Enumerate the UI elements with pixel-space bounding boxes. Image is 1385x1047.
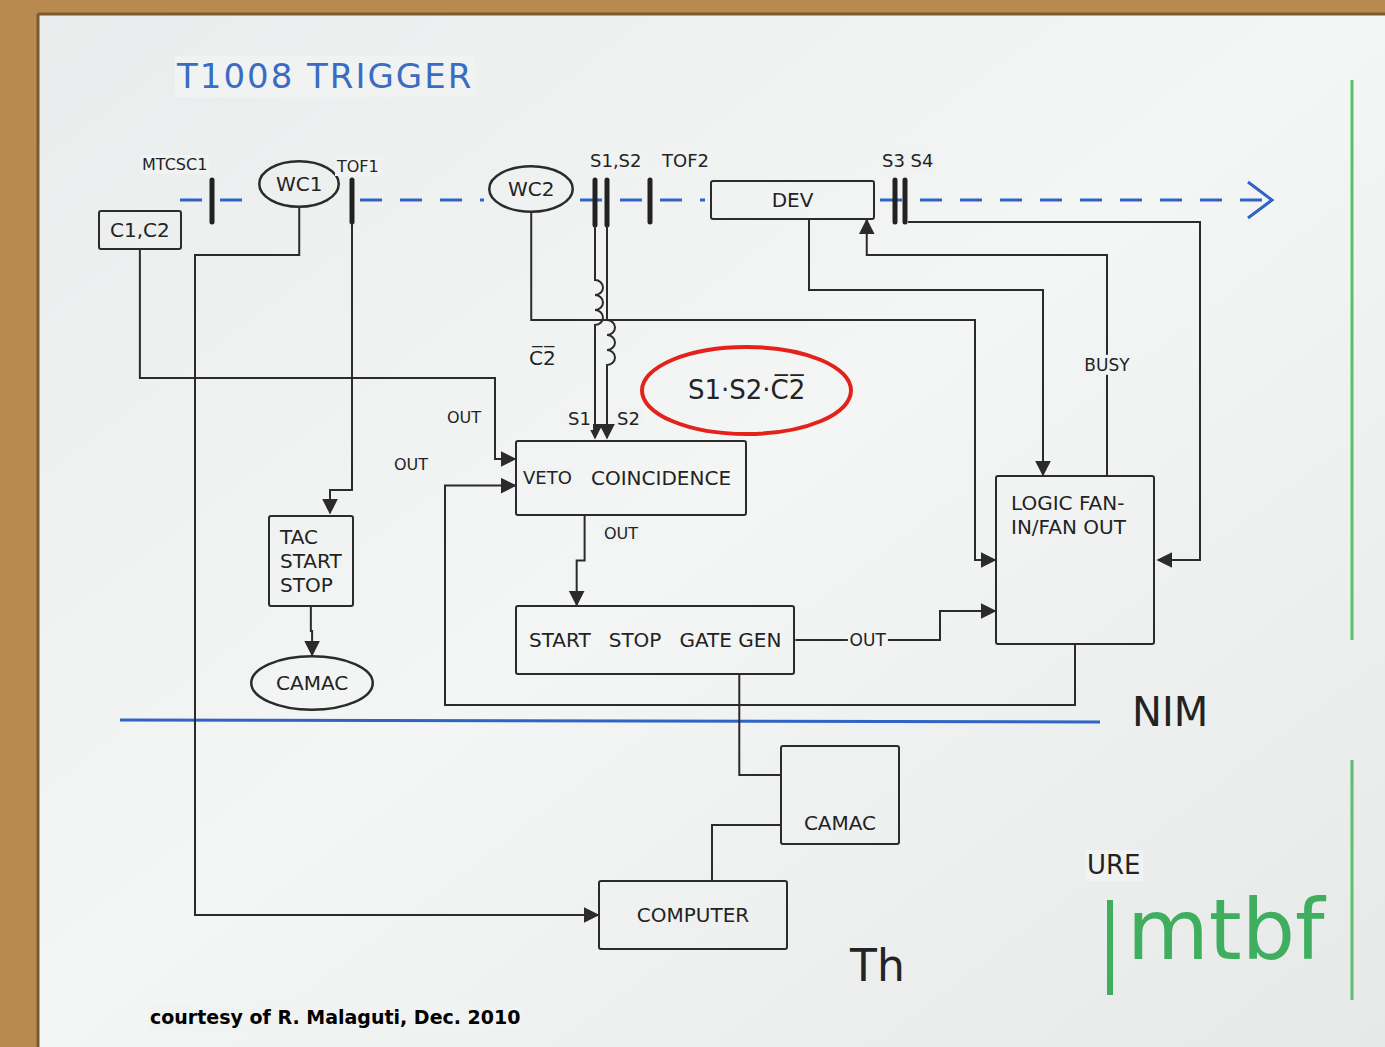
wood-frame <box>0 0 38 1047</box>
node-text: WC1 <box>276 172 322 196</box>
node-text: START <box>280 549 342 573</box>
counter-name: S3 S4 <box>880 150 935 172</box>
node-text: STOP <box>609 628 662 652</box>
signal-cable <box>795 611 995 640</box>
signal-cable <box>607 225 615 438</box>
ellipse-outline <box>642 347 851 434</box>
node-text: CAMAC <box>804 811 876 835</box>
cable-label: OUT <box>848 630 888 650</box>
board-note: mtbf <box>1125 880 1327 981</box>
green-marker-bar <box>1107 900 1113 995</box>
node-text: LOGIC FAN-IN/FAN OUT <box>1011 491 1139 539</box>
fan-module: LOGIC FAN-IN/FAN OUT <box>995 475 1155 645</box>
computer-box: COMPUTER <box>598 880 788 950</box>
port-name: VETO <box>521 467 574 489</box>
cable-label: BUSY <box>1082 355 1131 375</box>
beam-segment <box>580 199 705 202</box>
counter-name: MTCSC1 <box>140 155 209 174</box>
signal-cable <box>908 222 1200 560</box>
camac-circle: CAMAC <box>250 655 374 711</box>
node-text: CAMAC <box>276 671 348 695</box>
scintillator-bar <box>903 180 908 222</box>
chamber-circle: WC1 <box>258 160 340 208</box>
wood-frame <box>0 0 1385 14</box>
beam-segment <box>360 199 484 202</box>
port-name: OUT <box>392 455 430 474</box>
signal-cable <box>311 607 312 655</box>
counter-name: TOF1 <box>335 157 381 176</box>
signal-name: S2 <box>615 408 642 430</box>
scintillator-bar <box>350 180 355 222</box>
chamber-circle: WC2 <box>488 165 574 213</box>
counter-name: S1,S2 <box>588 150 643 172</box>
node-text: STOP <box>280 573 342 597</box>
frame-edge <box>37 14 40 1047</box>
frame-edge <box>38 13 1385 16</box>
node-text: WC2 <box>508 177 554 201</box>
board-note: Th <box>848 940 907 993</box>
signal-cable <box>809 220 1043 475</box>
signal-cable <box>531 213 995 560</box>
logic-callout: S1·S2·C̅2̅ <box>640 345 853 436</box>
node-text: COMPUTER <box>637 903 749 927</box>
scintillator-bar <box>593 180 598 225</box>
scintillator-bar <box>893 180 898 222</box>
node-text: TAC <box>280 525 342 549</box>
port-name: OUT <box>602 524 640 543</box>
green-marker-line <box>1351 760 1354 1000</box>
signal-cable <box>330 222 352 513</box>
node-text: COINCIDENCE <box>591 466 731 490</box>
tac-module: TACSTARTSTOP <box>268 515 354 607</box>
ellipse-outline <box>251 656 373 710</box>
signal-cable <box>445 486 1075 705</box>
node-text: C1,C2 <box>110 218 170 242</box>
detector-box: C1,C2 <box>98 210 182 250</box>
counter-name: TOF2 <box>660 150 711 172</box>
signal-cable <box>867 220 1107 475</box>
node-text: DEV <box>722 188 863 212</box>
beam-line <box>180 199 1270 202</box>
signal-cable <box>140 250 515 459</box>
crate-divider <box>120 720 1100 722</box>
caption: courtesy of R. Malaguti, Dec. 2010 <box>148 1006 523 1029</box>
camac-crate: CAMAC <box>780 745 900 845</box>
ellipse-outline <box>259 161 339 207</box>
signal-name: C̅2̅ <box>527 346 558 370</box>
green-marker-line <box>1351 80 1354 640</box>
crate-standard: NIM <box>1130 688 1210 736</box>
board-note: URE <box>1085 850 1143 881</box>
signal-cable <box>595 225 603 438</box>
diagram-title: T1008 TRIGGER <box>175 56 475 97</box>
beam-segment <box>880 199 1270 202</box>
signal-cable <box>195 208 598 915</box>
scintillator-bar <box>648 180 653 222</box>
signal-cable <box>577 516 585 605</box>
beam-arrow <box>1248 182 1272 218</box>
node-text: START <box>529 628 591 652</box>
beam-segment <box>180 199 252 202</box>
gate-generator: START STOP GATE GEN <box>515 605 795 675</box>
ellipse-outline <box>489 166 573 212</box>
signal-cable <box>712 825 780 880</box>
device-box: DEV <box>710 180 875 220</box>
signal-name: S1 <box>566 408 593 430</box>
node-text: S1·S2·C̅2̅ <box>688 375 805 406</box>
scintillator-bar <box>210 180 215 222</box>
scintillator-bar <box>605 180 610 225</box>
node-text: GATE GEN <box>679 628 781 652</box>
signal-cable <box>739 675 780 775</box>
port-name: OUT <box>445 408 483 427</box>
